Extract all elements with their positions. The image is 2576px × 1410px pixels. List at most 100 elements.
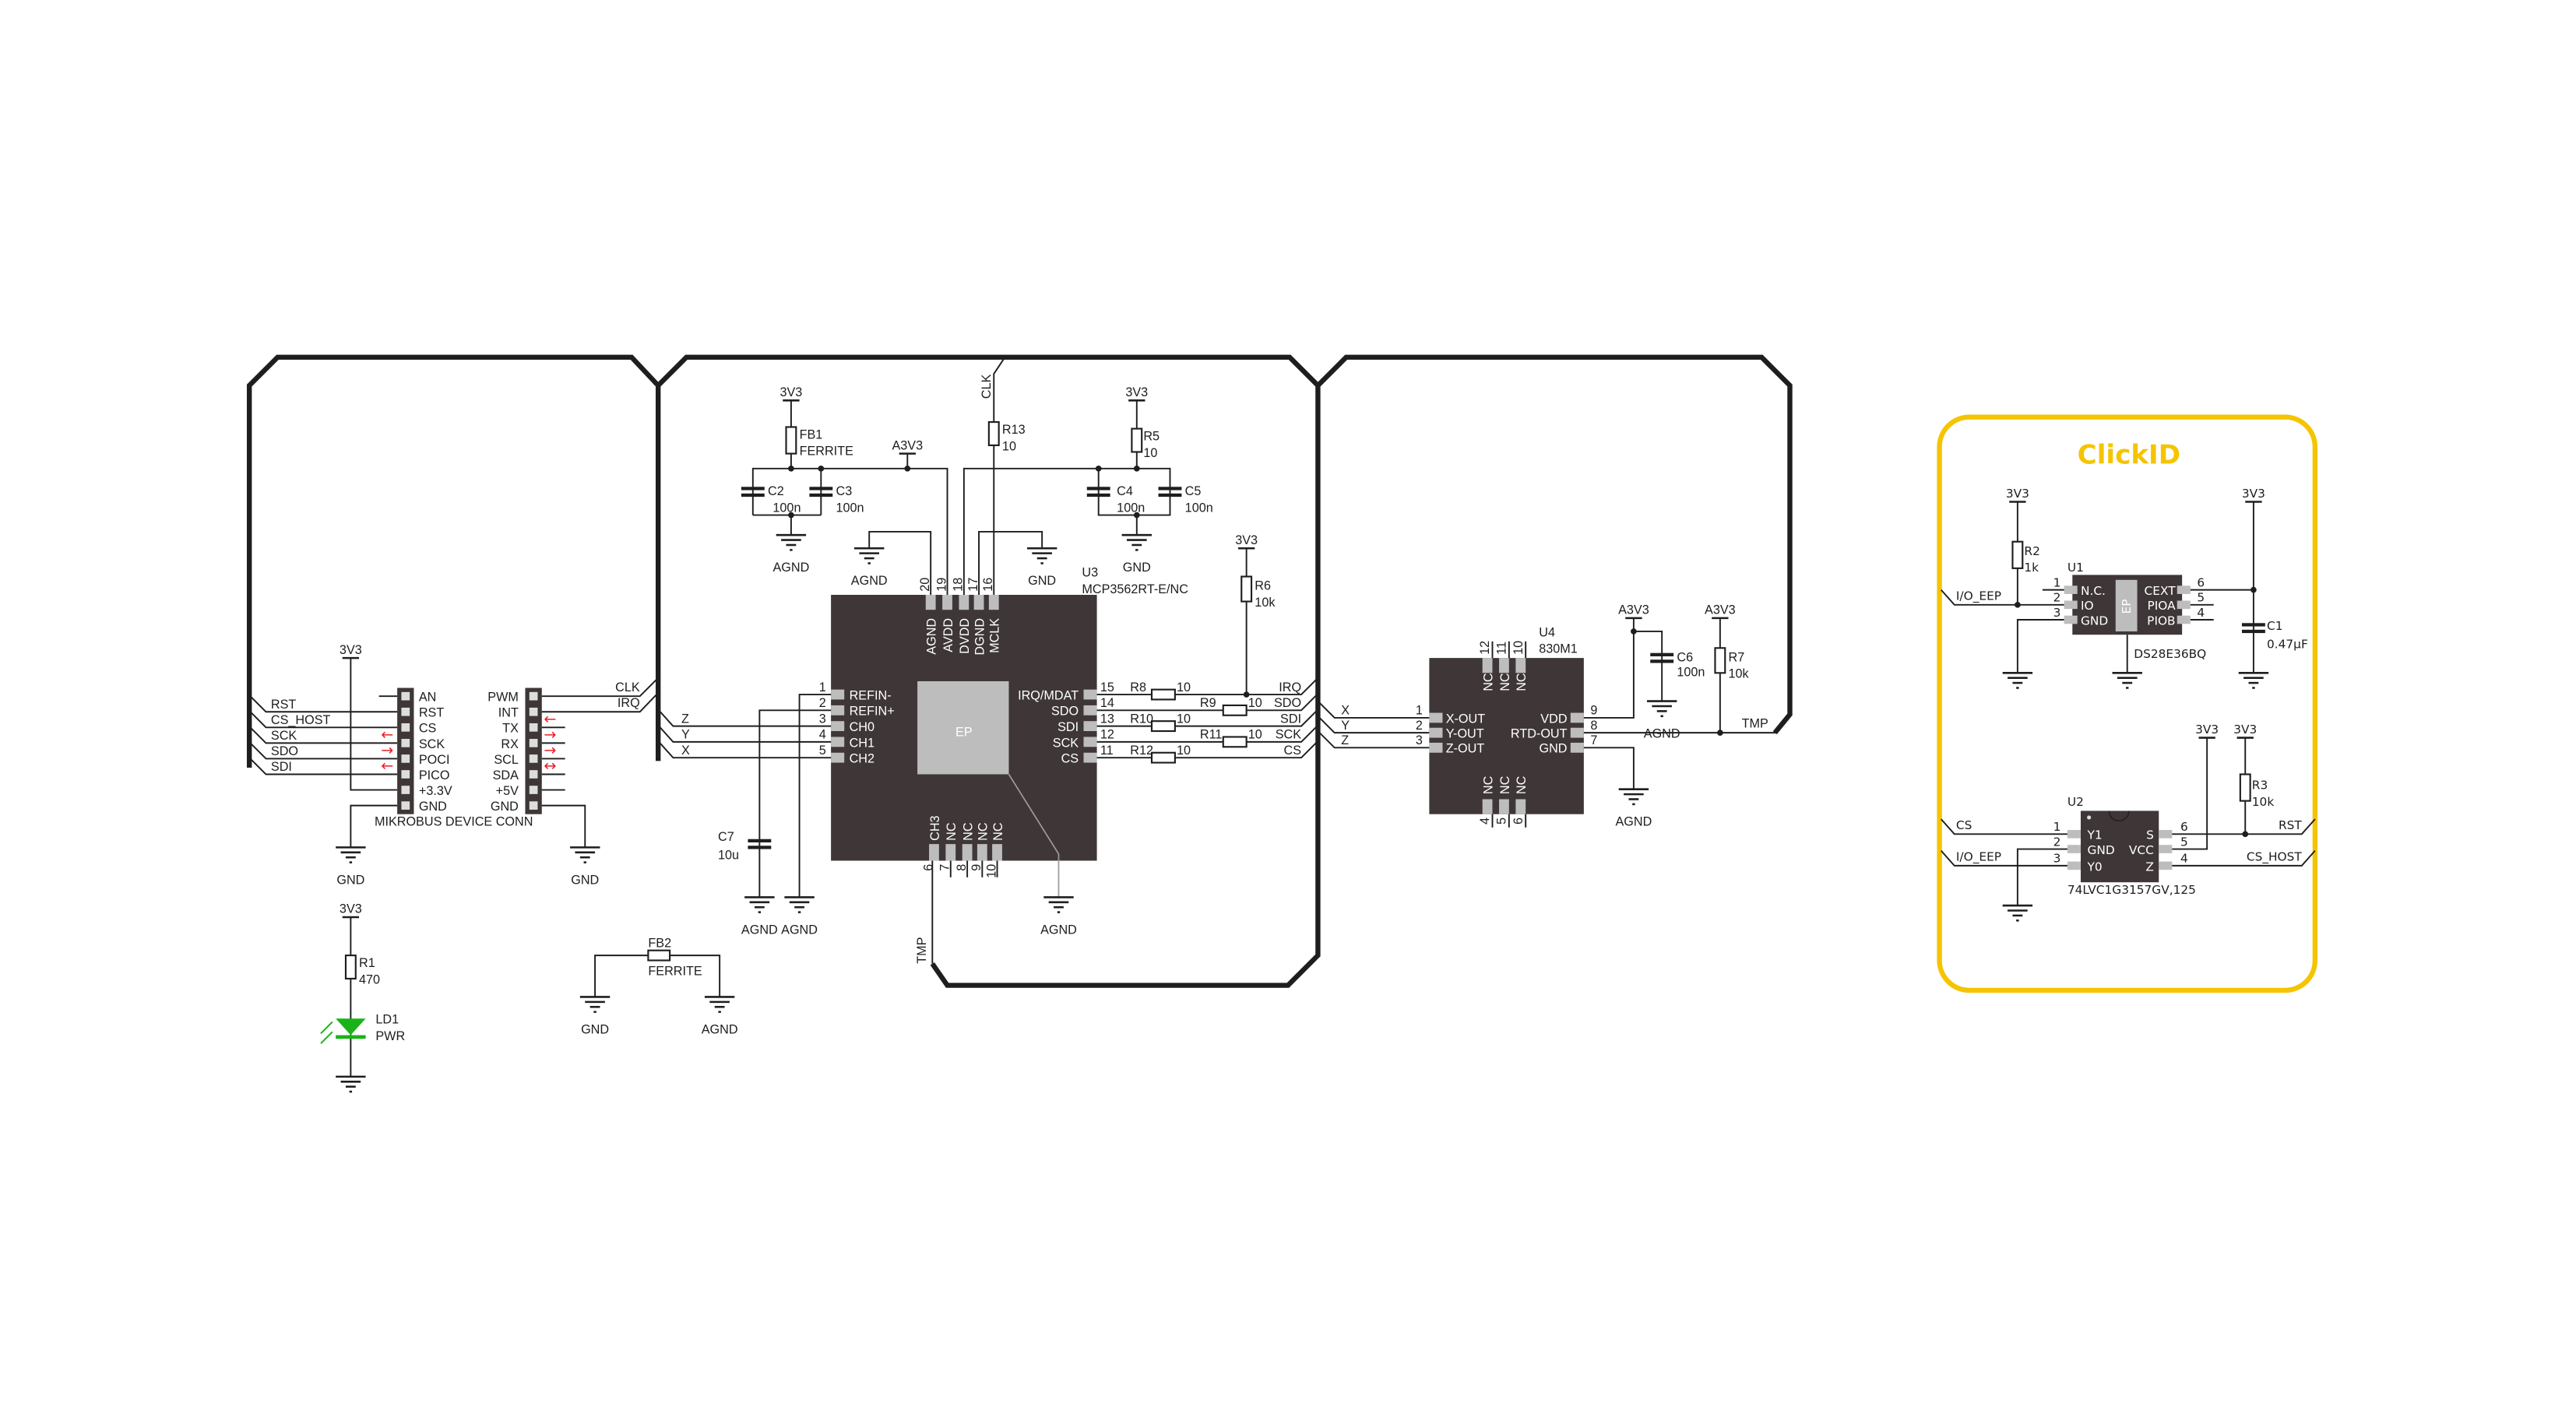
net-sdo — [1096, 693, 1319, 712]
passives-c7-ref-label: C7 — [718, 830, 734, 844]
power-label: 3V3 — [1125, 385, 1148, 399]
capacitor-plate — [1650, 652, 1674, 656]
nets-cs_host-label: CS_HOST — [2247, 849, 2303, 864]
net-x — [1317, 700, 1430, 719]
u4-part-label: 830M1 — [1539, 642, 1578, 656]
clickid-u1-right_pins-2-name-label: PIOB — [2147, 614, 2175, 628]
header-pin — [529, 786, 538, 794]
u4-left_pins-0-name-label: X-OUT — [1446, 712, 1486, 726]
header-pin — [401, 739, 410, 747]
clickid-c1-ref-label: C1 — [2267, 619, 2283, 633]
mikrobus-left-pin-label: RST — [419, 706, 445, 720]
mikrobus-right-pin-label: PWM — [487, 691, 519, 705]
mikrobus-left-pin-label: GND — [419, 800, 447, 814]
clickid-panel — [1937, 414, 2318, 993]
clickid-u2-right_pins-1-name-label: VCC — [2129, 843, 2154, 857]
direction-arrow-icon: → — [381, 741, 393, 759]
net-y — [1317, 716, 1430, 734]
header-pin — [529, 770, 538, 779]
mikrobus-left-pin-label: SCK — [419, 737, 445, 751]
u4-right_pins-2-num-label: 7 — [1590, 733, 1597, 747]
u3-bottom_pins-3-num-label: 9 — [970, 864, 984, 871]
wire — [2016, 619, 2064, 673]
u3-bottom_pins-3-name-label: NC — [977, 822, 991, 841]
pin-pad — [1083, 752, 1097, 763]
u3-top_pins-2-num-label: 18 — [952, 578, 966, 592]
u4-left_pins-2-name-label: Z-OUT — [1446, 742, 1485, 756]
resistor-symbol — [2239, 773, 2251, 802]
nets-io_eep-label: I/O_EEP — [1956, 589, 2001, 603]
pin-pad — [1482, 658, 1493, 673]
junction-dot — [788, 512, 794, 519]
mikrobus-left-header — [397, 687, 414, 814]
u4-bottom_pins-2-num-label: 6 — [1511, 818, 1526, 825]
passives-r8-value-label: 10 — [1177, 680, 1191, 694]
passives-c2-ref-label: C2 — [768, 484, 784, 498]
header-pin — [401, 691, 410, 701]
direction-arrow-icon: → — [544, 726, 556, 744]
clickid-u2-right_pins-0-name-label: S — [2146, 828, 2154, 842]
pin-pad — [1499, 799, 1509, 814]
mikrobus-left-pin-label: +3.3V — [419, 784, 452, 798]
capacitor-plate — [741, 487, 765, 491]
passives-fb1-value-label: FERRITE — [800, 445, 854, 459]
pin-pad — [2064, 600, 2078, 610]
header-pin — [529, 691, 538, 701]
wire — [2016, 848, 2067, 906]
u4-right_pins-0-num-label: 9 — [1590, 704, 1597, 718]
clickid-u1-ref-label: U1 — [2067, 561, 2084, 575]
mikrobus-right-pin-label: SCL — [494, 753, 519, 767]
clickid-u2-part-label: 74LVC1G3157GV,125 — [2067, 883, 2196, 897]
u4-left_pins-0-num-label: 1 — [1416, 704, 1423, 718]
passives-r11-value-label: 10 — [1248, 728, 1262, 742]
u3-bottom_pins-0-num-label: 6 — [921, 864, 935, 871]
u4-top_pins-2-num-label: 10 — [1511, 641, 1526, 655]
passives-r7-ref-label: R7 — [1729, 650, 1745, 664]
nets-sdo-label: SDO — [1274, 696, 1301, 710]
led-light-icon — [320, 1031, 333, 1044]
u3-left_pins-0-num-label: 1 — [819, 680, 826, 694]
capacitor-plate — [1158, 487, 1182, 491]
net-irq — [541, 692, 659, 713]
u3-bottom_pins-2-name-label: NC — [962, 822, 976, 841]
passives-fb2-ref-label: FB2 — [648, 936, 671, 950]
pin-pad — [1083, 737, 1097, 747]
clickid-u1-left_pins-0-num-label: 1 — [2053, 575, 2061, 589]
net-z — [1317, 730, 1430, 749]
passives-r13-value-label: 10 — [1002, 439, 1016, 453]
ground-label: AGND — [781, 923, 818, 937]
capacitor-plate — [809, 487, 833, 491]
u4-bottom_pins-1-name-label: NC — [1498, 775, 1512, 794]
wire — [350, 658, 398, 791]
resistor-symbol — [987, 420, 1000, 447]
junction-dot — [1631, 628, 1637, 635]
capacitor-plate — [748, 846, 772, 849]
pin-pad — [1083, 705, 1097, 716]
u3-right_pins-3-num-label: 12 — [1100, 728, 1114, 742]
net-rst — [248, 694, 398, 713]
pin-pad — [988, 595, 999, 610]
clickid-u2-right_pins-2-name-label: Z — [2145, 860, 2154, 874]
capacitor-plate — [2241, 629, 2265, 634]
panel-outline-mikrobus — [246, 354, 661, 768]
ground-label: AGND — [1040, 923, 1077, 937]
direction-arrow-icon: ↔ — [544, 757, 556, 775]
pin-pad — [831, 689, 845, 700]
pin-pad — [929, 844, 939, 861]
mikrobus-right-pin-label: RX — [501, 737, 519, 751]
u4-right_pins-0-name-label: VDD — [1540, 712, 1567, 726]
clickid-r3-value-label: 10k — [2252, 795, 2275, 809]
passives-r5-ref-label: R5 — [1143, 430, 1160, 444]
pin-pad — [1570, 727, 1584, 738]
ground-label: GND — [336, 873, 364, 887]
clickid-c1-value-label: 0.47µF — [2267, 637, 2308, 651]
u4-right_pins-1-name-label: RTD-OUT — [1511, 727, 1568, 741]
exposed-pad — [917, 680, 1009, 775]
wire — [541, 804, 586, 848]
clickid-u1-right_pins-0-name-label: CEXT — [2145, 584, 2177, 598]
u3-top_pins-3-name-label: DGND — [973, 618, 987, 656]
power-label: 3V3 — [340, 643, 362, 657]
clickid-u2-left_pins-1-name-label: GND — [2088, 843, 2115, 857]
pin-pad — [831, 752, 845, 763]
pin-pad — [1570, 742, 1584, 753]
